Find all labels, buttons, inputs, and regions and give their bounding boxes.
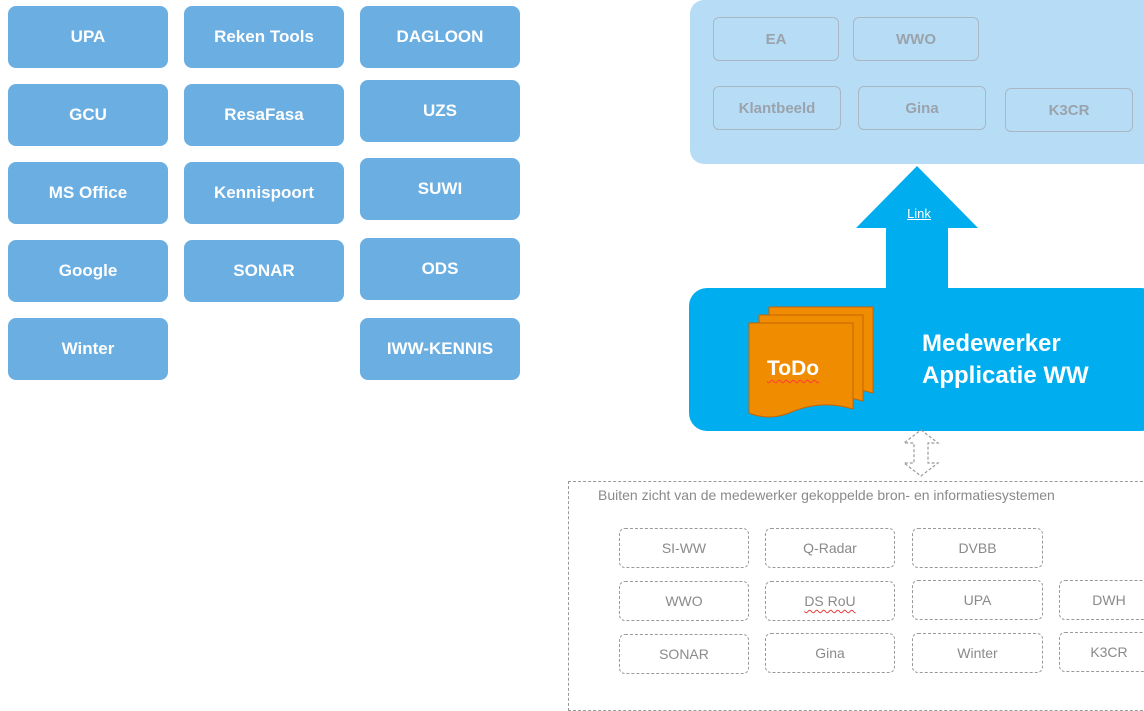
tile-dagloon[interactable]: DAGLOON	[360, 6, 520, 68]
system-k3cr[interactable]: K3CR	[1005, 88, 1133, 132]
tile-google[interactable]: Google	[8, 240, 168, 302]
todo-label[interactable]: ToDo	[767, 357, 820, 380]
system-gina[interactable]: Gina	[858, 86, 986, 130]
source-ds-rou[interactable]: DS RoU	[765, 581, 895, 621]
app-title: Medewerker Applicatie WW	[922, 328, 1089, 392]
source-dwh[interactable]: DWH	[1059, 580, 1144, 620]
top-systems-panel	[690, 0, 1144, 164]
tile-gcu[interactable]: GCU	[8, 84, 168, 146]
source-k3cr[interactable]: K3CR	[1059, 632, 1144, 672]
app-title-line2: Applicatie WW	[922, 362, 1089, 389]
link-label[interactable]: Link	[907, 206, 931, 221]
source-q-radar[interactable]: Q-Radar	[765, 528, 895, 568]
tile-iww-kennis[interactable]: IWW-KENNIS	[360, 318, 520, 380]
tile-ms-office[interactable]: MS Office	[8, 162, 168, 224]
link-up-arrow	[856, 166, 978, 292]
system-ea[interactable]: EA	[713, 17, 839, 61]
tile-ods[interactable]: ODS	[360, 238, 520, 300]
system-wwo[interactable]: WWO	[853, 17, 979, 61]
source-upa[interactable]: UPA	[912, 580, 1043, 620]
tile-kennispoort[interactable]: Kennispoort	[184, 162, 344, 224]
todo-documents-icon	[748, 306, 874, 418]
source-dvbb[interactable]: DVBB	[912, 528, 1043, 568]
tile-uzs[interactable]: UZS	[360, 80, 520, 142]
system-klantbeeld[interactable]: Klantbeeld	[713, 86, 841, 130]
tile-resafasa[interactable]: ResaFasa	[184, 84, 344, 146]
tile-suwi[interactable]: SUWI	[360, 158, 520, 220]
tile-winter[interactable]: Winter	[8, 318, 168, 380]
source-wwo[interactable]: WWO	[619, 581, 749, 621]
source-sonar[interactable]: SONAR	[619, 634, 749, 674]
source-winter[interactable]: Winter	[912, 633, 1043, 673]
source-si-ww[interactable]: SI-WW	[619, 528, 749, 568]
source-gina[interactable]: Gina	[765, 633, 895, 673]
hidden-systems-caption: Buiten zicht van de medewerker gekoppeld…	[598, 487, 1055, 503]
bidirectional-arrow-icon	[902, 429, 940, 477]
source-ds-rou-label: DS RoU	[804, 593, 856, 609]
tile-sonar[interactable]: SONAR	[184, 240, 344, 302]
app-title-line1: Medewerker	[922, 330, 1061, 357]
tile-upa[interactable]: UPA	[8, 6, 168, 68]
tile-reken-tools[interactable]: Reken Tools	[184, 6, 344, 68]
